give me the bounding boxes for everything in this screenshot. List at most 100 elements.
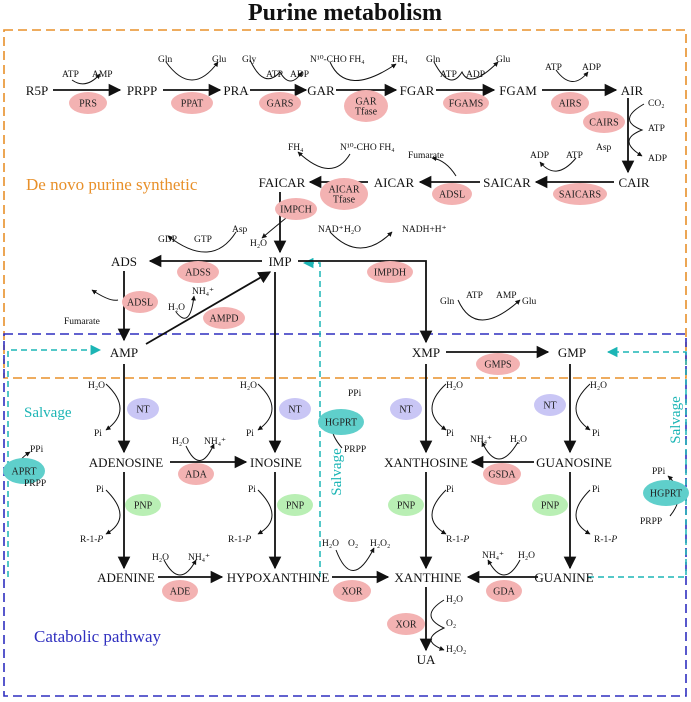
cofactor-pnp3-pi: Pi <box>446 485 454 495</box>
de-novo-region-label: De novo purine synthetic <box>26 175 198 194</box>
cofactor-nt1-h2o: H₂O <box>88 381 105 391</box>
curve-gars <box>249 59 303 82</box>
enzyme-adss: ADSS <box>177 261 219 283</box>
enzyme-ellipse <box>125 494 161 516</box>
enzyme-label: ADE <box>170 587 191 598</box>
cofactor-aicartf-n10: N¹⁰-CHO FH₄ <box>340 143 395 153</box>
curve-gmps <box>457 299 521 321</box>
enzyme-gsda: GSDA <box>483 463 521 485</box>
cofactor-ade-h2o: H₂O <box>152 553 169 563</box>
cofactor-nt4-h2o: H₂O <box>590 381 607 391</box>
metabolite-xanthosine: XANTHOSINE <box>384 455 468 470</box>
enzyme-ellipse <box>318 409 364 435</box>
metabolite-gmp: GMP <box>558 345 586 360</box>
enzyme-ellipse <box>127 398 159 420</box>
enzyme-ellipse <box>279 398 311 420</box>
salvage-guanine-to-gmp <box>588 346 687 578</box>
cofactor-xor2-o2: O₂ <box>446 619 456 629</box>
cofactor-gars-gly: Gly <box>242 55 257 65</box>
curve-pnp4 <box>575 489 591 535</box>
curve-adss <box>167 231 237 253</box>
enzyme-label: PNP <box>134 501 153 512</box>
cofactor-pnp4-pi: Pi <box>592 485 600 495</box>
cofactor-airs-adp: ADP <box>582 63 601 73</box>
enzyme-label: GAR <box>355 97 376 108</box>
enzyme-label: ADSL <box>127 298 153 309</box>
enzyme-label: PPAT <box>181 99 203 110</box>
metabolite-amp: AMP <box>110 345 138 360</box>
curve-fgams <box>433 61 499 81</box>
enzyme-ellipse <box>387 613 425 635</box>
enzyme-ellipse <box>259 92 301 114</box>
curve-nt3 <box>431 383 447 431</box>
enzyme-nt-2: NT <box>279 398 311 420</box>
enzyme-ellipse <box>443 92 489 114</box>
enzyme-ellipse <box>69 92 107 114</box>
cofactor-hgprt1-ppi: PPi <box>348 389 362 399</box>
salvage-label-center: Salvage <box>329 448 345 496</box>
enzyme-label: NT <box>399 405 412 416</box>
cofactor-gsda-nh4: NH₄⁺ <box>470 435 492 445</box>
cofactor-gmps-gln: Gln <box>440 297 455 307</box>
catabolic-region-label: Catabolic pathway <box>34 627 161 646</box>
curve-cairs <box>628 103 645 157</box>
salvage-label-left: Salvage <box>24 405 72 421</box>
cofactor-gmps-atp: ATP <box>466 291 483 301</box>
enzyme-label: FGAMS <box>449 99 483 110</box>
enzyme-label: SAICARS <box>559 190 601 201</box>
enzyme-label: ADSS <box>185 268 211 279</box>
cofactor-xor2-h2o: H₂O <box>446 595 463 605</box>
cofactor-aprt-ppi: PPi <box>30 445 44 455</box>
metabolite-air: AIR <box>621 83 644 98</box>
enzyme-ellipse <box>476 353 520 375</box>
curve-pnp3 <box>431 489 447 535</box>
cofactor-adss-gtp: GTP <box>194 235 212 245</box>
enzyme-ellipse <box>275 198 317 220</box>
metabolite-faicar: FAICAR <box>259 175 306 190</box>
enzyme-label: HGPRT <box>650 489 682 500</box>
enzyme-adsl-2: ADSL <box>122 291 158 313</box>
cofactor-hgprt2-ppi: PPi <box>652 467 666 477</box>
cofactor-prs-atp: ATP <box>62 70 79 80</box>
enzyme-label: PNP <box>397 501 416 512</box>
cofactor-ampd-h2o: H₂O <box>168 303 185 313</box>
cofactor-aprt-prpp: PRPP <box>24 479 46 489</box>
metabolite-gar: GAR <box>307 83 335 98</box>
enzyme-ellipse <box>551 92 589 114</box>
enzyme-label: XOR <box>395 620 416 631</box>
de-novo-region-box <box>3 29 687 379</box>
enzyme-fgams: FGAMS <box>443 92 489 114</box>
cofactor-gartf-fh4: FH₄ <box>392 55 407 65</box>
enzyme-nt-3: NT <box>390 398 422 420</box>
cofactor-cairs-atp: ATP <box>648 124 665 134</box>
cofactor-nt2-h2o: H₂O <box>240 381 257 391</box>
enzyme-label: PRS <box>79 99 97 110</box>
enzyme-label: GDA <box>493 587 515 598</box>
enzyme-nt-1: NT <box>127 398 159 420</box>
enzyme-hgprt-1: HGPRT <box>318 409 364 435</box>
cofactor-prs-amp: AMP <box>92 70 113 80</box>
cofactor-saicars-adp: ADP <box>530 151 549 161</box>
curve-nt4 <box>575 383 591 431</box>
enzyme-label: AMPD <box>210 314 239 325</box>
metabolite-prpp: PRPP <box>127 83 157 98</box>
cofactor-adsl1-fumarate: Fumarate <box>408 151 444 161</box>
enzyme-label: CAIRS <box>589 118 618 129</box>
enzyme-label: AIRS <box>559 99 582 110</box>
metabolite-r5p: R5P <box>26 83 48 98</box>
enzyme-ellipse <box>583 111 625 133</box>
cofactor-cairs-co2: CO₂ <box>648 99 665 109</box>
salvage-hypoxanthine-to-imp <box>302 257 321 577</box>
enzyme-impdh: IMPDH <box>367 261 413 283</box>
cofactor-fgams-atp: ATP <box>440 70 457 80</box>
curve-airs <box>555 69 589 82</box>
enzyme-label: IMPCH <box>280 205 312 216</box>
enzyme-ellipse <box>3 458 45 484</box>
enzyme-pnp-4: PNP <box>532 494 568 516</box>
enzyme-label: ADA <box>185 470 207 481</box>
curve-xor2 <box>430 599 446 651</box>
cofactor-pnp1-r1p: R-1-P <box>80 535 103 545</box>
curve-saicars <box>539 157 577 172</box>
cofactor-cairs-adp: ADP <box>648 154 667 164</box>
